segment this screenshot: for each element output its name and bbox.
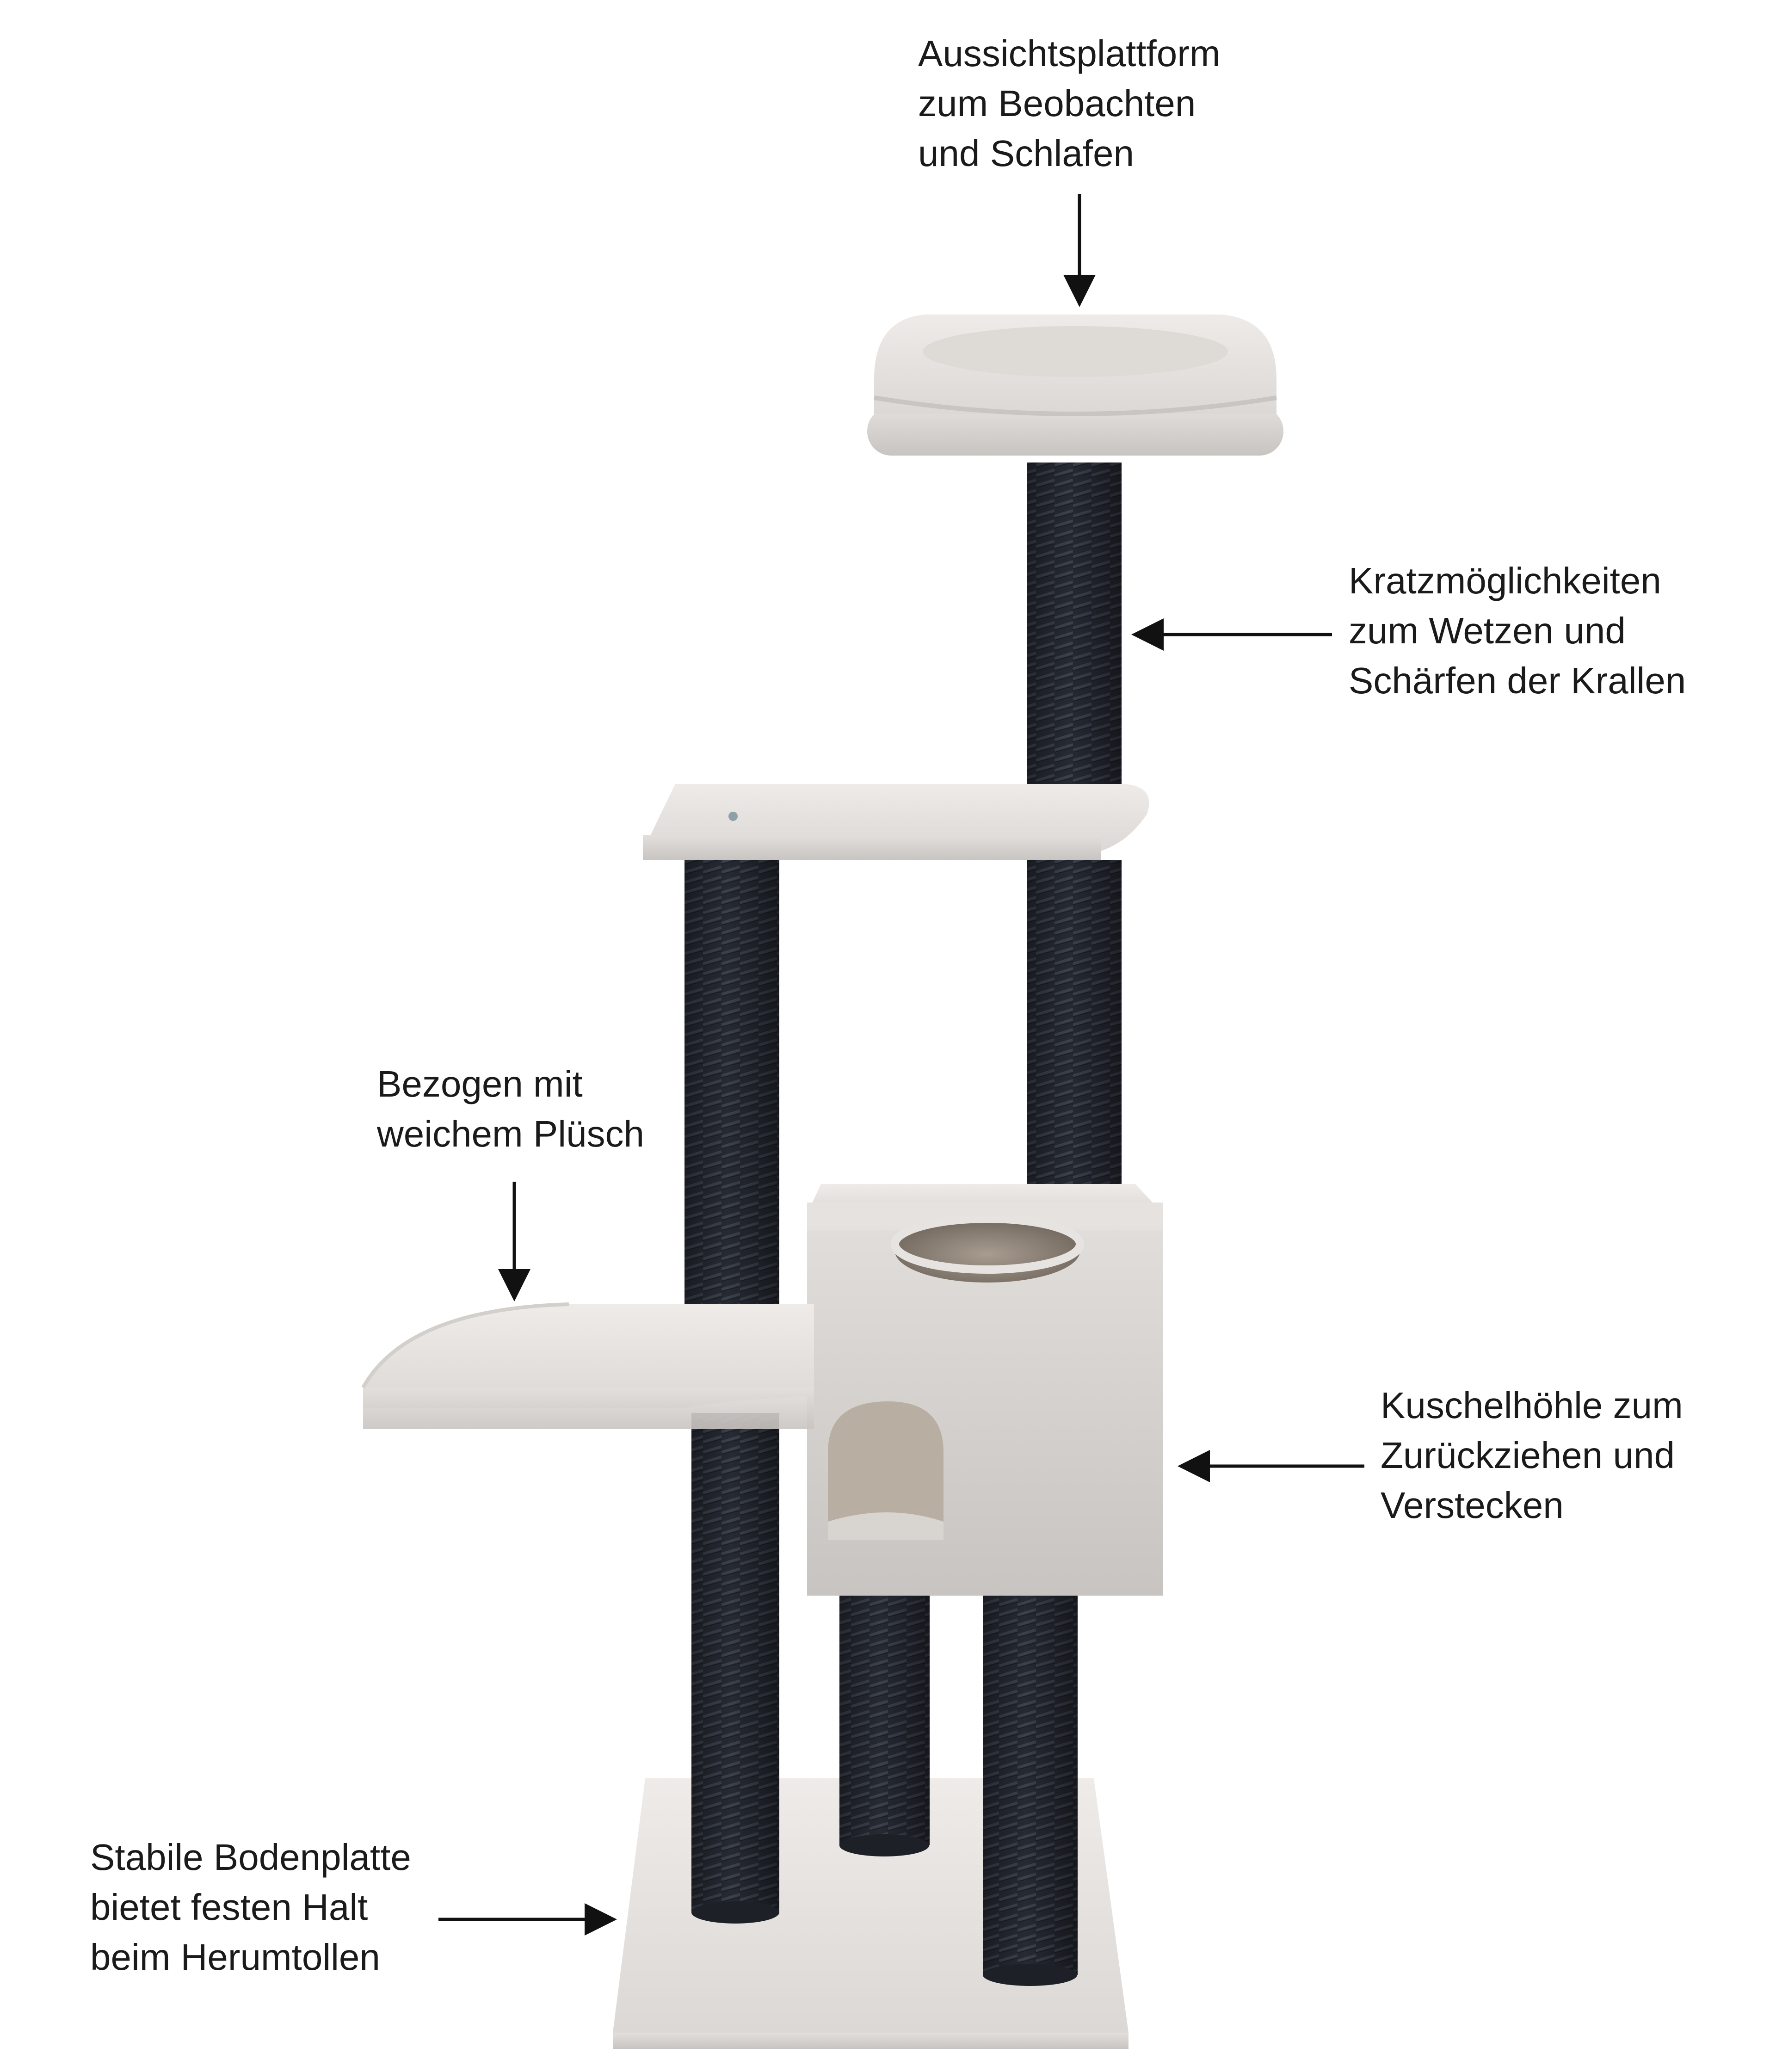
callout-plush-cover: Bezogen mit weichem Plüsch [377,1059,644,1159]
callout-base-plate: Stabile Bodenplatte bietet festen Halt b… [90,1832,411,1982]
callout-line: Kratzmöglichkeiten [1349,560,1661,601]
callout-line: zum Beobachten [918,83,1196,124]
lower-left-post [691,1413,779,1924]
lower-middle-post [839,1568,930,1856]
callout-line: Stabile Bodenplatte [90,1837,411,1878]
callout-line: beim Herumtollen [90,1936,380,1978]
callout-line: Bezogen mit [377,1063,583,1104]
middle-left-post [684,853,779,1385]
callout-line: zum Wetzen und [1349,610,1626,651]
callout-line: und Schlafen [918,133,1135,174]
cave-side-opening [828,1401,944,1540]
callout-line: Zurückziehen und [1381,1435,1675,1476]
callout-line: bietet festen Halt [90,1887,368,1928]
left-platform [361,1302,814,1429]
callout-cuddle-cave: Kuschelhöhle zum Zurückziehen und Verste… [1381,1381,1683,1530]
callout-line: Aussichtsplattform [918,33,1221,74]
lower-right-post [983,1563,1078,1986]
callout-line: Kuschelhöhle zum [1381,1385,1683,1426]
middle-right-post [1027,860,1122,1230]
upper-post [1027,462,1122,807]
callout-scratching-posts: Kratzmöglichkeiten zum Wetzen und Schärf… [1349,556,1686,706]
callout-observation-platform: Aussichtsplattform zum Beobachten und Sc… [918,29,1221,179]
callout-line: weichem Plüsch [377,1113,645,1154]
middle-platform [643,784,1149,860]
callout-line: Schärfen der Krallen [1349,660,1686,701]
callout-line: Verstecken [1381,1485,1564,1526]
observation-bed [867,314,1283,456]
cuddle-cave [807,1184,1163,1596]
